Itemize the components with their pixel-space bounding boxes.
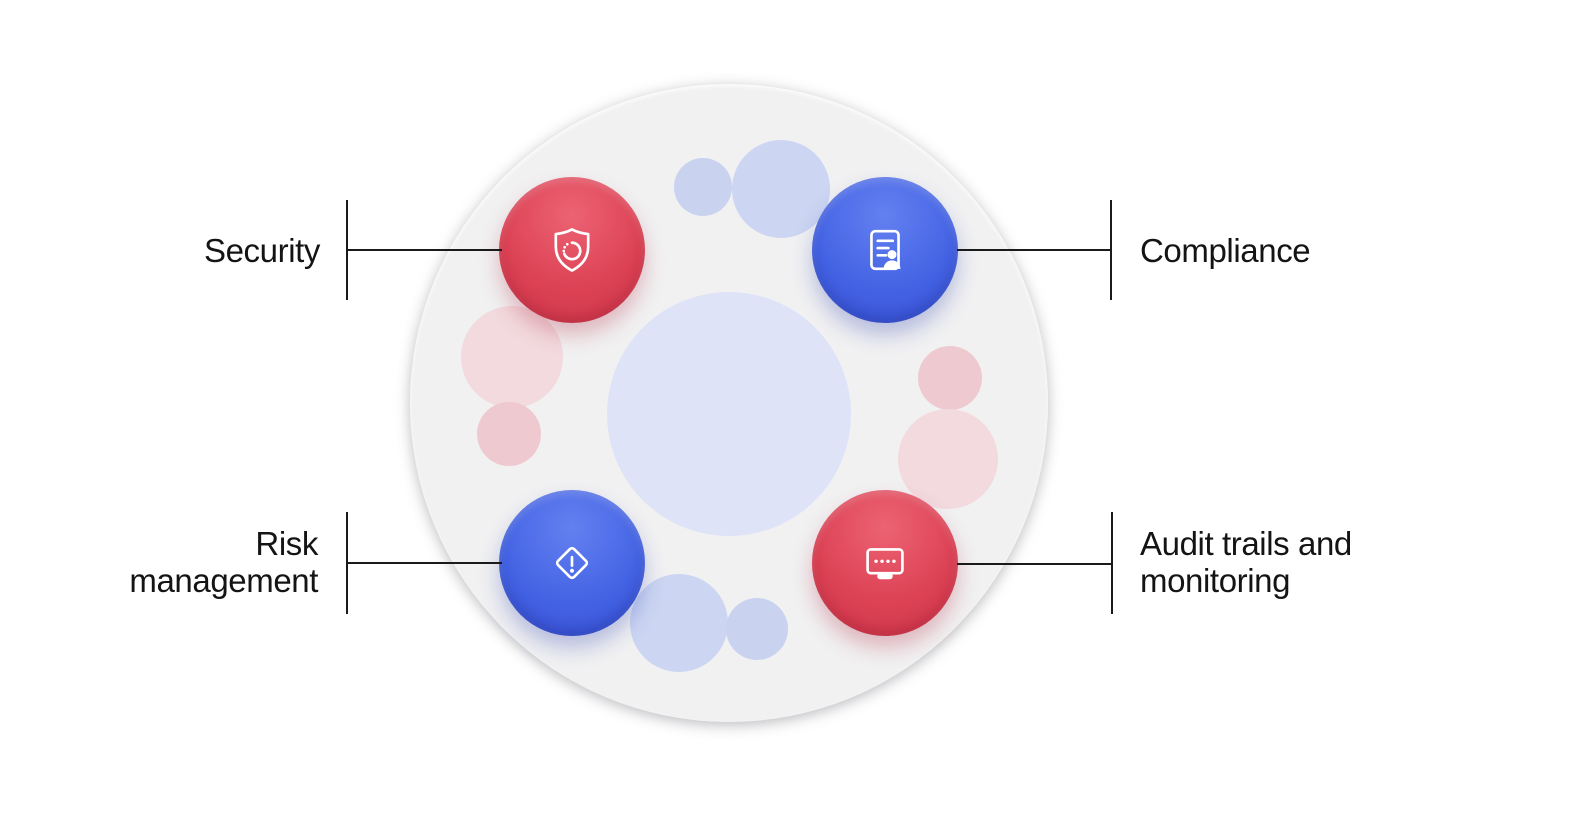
audit-label-line1: Audit trails and xyxy=(1140,525,1352,562)
password-card-icon xyxy=(866,548,904,580)
node-security xyxy=(499,177,645,323)
node-audit xyxy=(812,490,958,636)
shield-icon xyxy=(554,228,590,272)
decorative-blob-pink-small-right xyxy=(918,346,982,410)
security-label: Security xyxy=(203,232,320,269)
audit-trails-label: Audit trails and monitoring xyxy=(1140,525,1480,599)
connector-audit-line xyxy=(957,563,1112,565)
node-risk xyxy=(499,490,645,636)
risk-label-line1: Risk xyxy=(255,525,318,562)
connector-security-tick xyxy=(346,200,348,300)
decorative-blob-pink-small-left xyxy=(477,402,541,466)
document-user-icon xyxy=(870,229,901,271)
risk-management-label: Risk management xyxy=(78,525,318,599)
compliance-label: Compliance xyxy=(1140,232,1311,269)
connector-risk-line xyxy=(347,562,502,564)
node-compliance xyxy=(812,177,958,323)
audit-label-line2: monitoring xyxy=(1140,562,1291,599)
connector-compliance-tick xyxy=(1110,200,1112,300)
connector-compliance-line xyxy=(957,249,1112,251)
diamond-alert-icon xyxy=(555,546,589,580)
center-circle xyxy=(607,292,851,536)
connector-security-line xyxy=(347,249,502,251)
decorative-blob-pink-large-left xyxy=(461,306,563,408)
decorative-blob-blue-small-top xyxy=(674,158,732,216)
decorative-blob-blue-small-bottom xyxy=(726,598,788,660)
decorative-blob-blue-large-top xyxy=(732,140,830,238)
connector-risk-tick xyxy=(346,512,348,614)
connector-audit-tick xyxy=(1111,512,1113,614)
risk-label-line2: management xyxy=(129,562,318,599)
decorative-blob-pink-large-right xyxy=(898,409,998,509)
decorative-blob-blue-large-bottom xyxy=(630,574,728,672)
